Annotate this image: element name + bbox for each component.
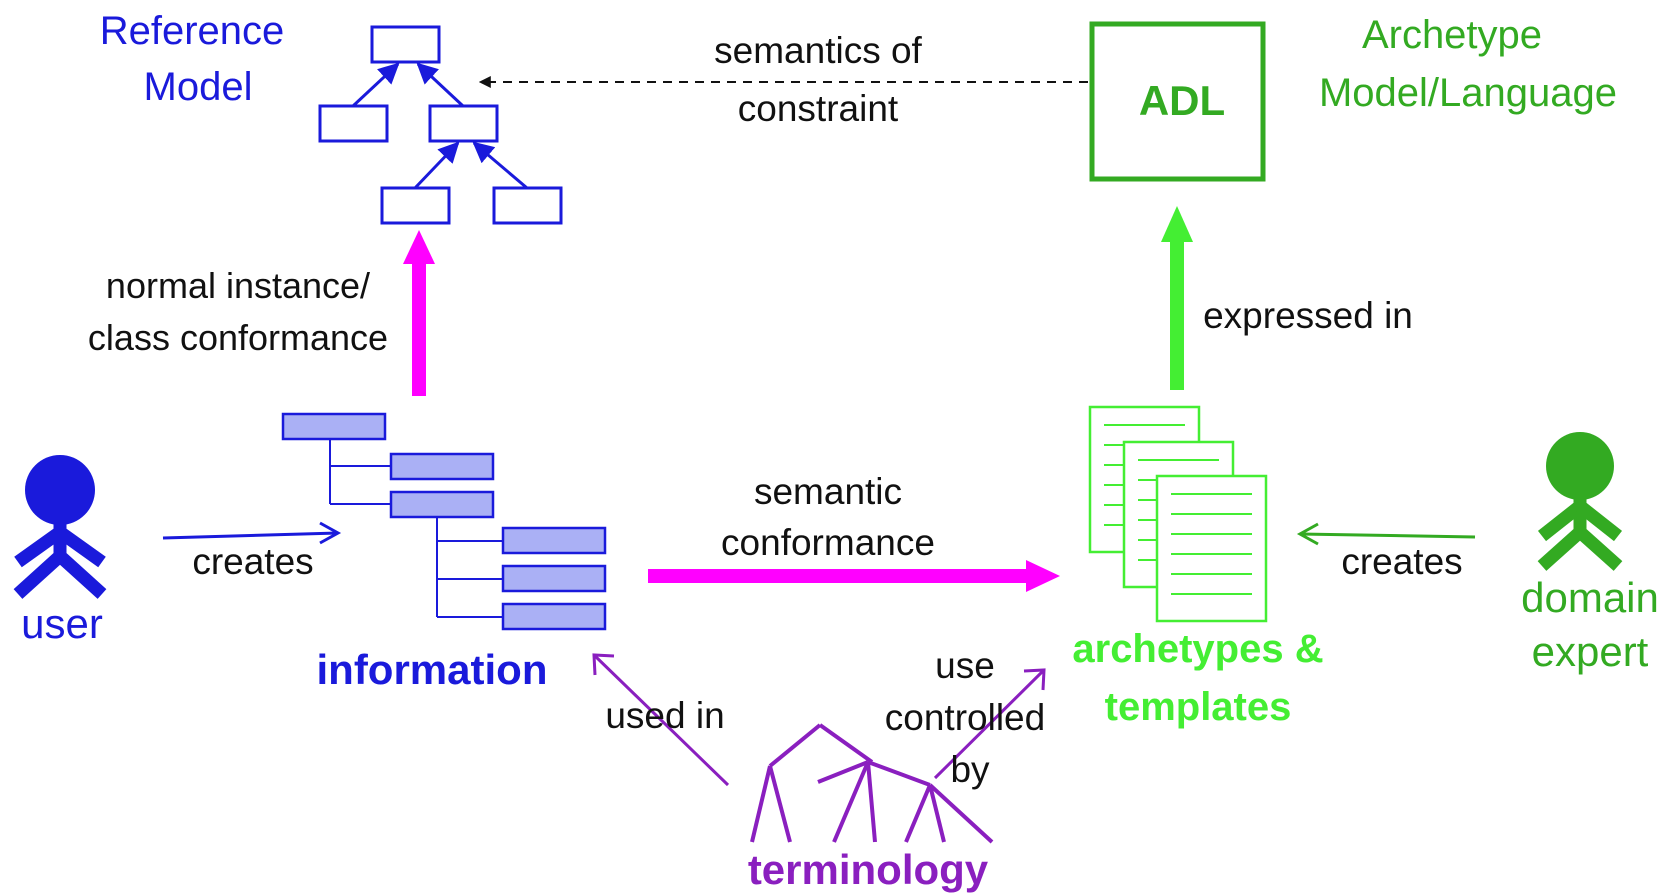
domain-expert-line2: expert — [1532, 628, 1649, 675]
class-conformance-arrow-head — [403, 230, 435, 264]
class-conformance-arrow-shaft — [412, 262, 426, 396]
archetype-model-label: Archetype Model/Language — [1319, 13, 1617, 115]
archetype-model-label-line1: Archetype — [1362, 13, 1542, 57]
user-label: user — [21, 600, 103, 647]
class-conformance-line1: normal instance/ — [106, 265, 370, 306]
expert-creates-arrow-head — [1296, 522, 1319, 546]
class-hierarchy-icon — [318, 25, 563, 225]
tree-icon — [750, 723, 994, 844]
semantics-of-constraint-line2: constraint — [738, 88, 899, 129]
expert-creates-label: creates — [1341, 541, 1462, 582]
reference-model-label-line2: Model — [144, 65, 253, 109]
domain-expert-label: domain expert — [1521, 574, 1659, 675]
archetypes-templates-label: archetypes & templates — [1072, 627, 1323, 729]
reference-model-label: Reference Model — [100, 9, 285, 109]
expressed-in-label: expressed in — [1203, 295, 1413, 336]
use-controlled-by-line3: by — [950, 749, 990, 790]
used-in-arrow-head — [592, 653, 615, 676]
reference-model-label-line1: Reference — [100, 9, 285, 53]
class-conformance-line2: class conformance — [88, 317, 388, 358]
adl-box — [1089, 21, 1266, 182]
class-conformance-label: normal instance/ class conformance — [88, 265, 388, 358]
information-tree-icon — [281, 412, 607, 631]
used-in-label: used in — [605, 695, 724, 736]
user-creates-label: creates — [192, 541, 313, 582]
use-controlled-by-arrow-head — [1023, 668, 1046, 691]
user-creates-arrow — [162, 531, 339, 540]
terminology-label: terminology — [748, 846, 989, 893]
information-label: information — [317, 646, 548, 693]
person-icon — [1537, 432, 1623, 571]
use-controlled-by-arrow — [933, 668, 1046, 780]
expressed-in-arrow-head — [1161, 206, 1193, 242]
user-creates-arrow-head — [319, 521, 342, 545]
semantic-conformance-arrow-shaft — [648, 569, 1028, 583]
expressed-in-arrow-shaft — [1170, 240, 1184, 390]
semantic-conformance-line1: semantic — [754, 471, 902, 512]
semantic-conformance-arrow-head — [1026, 560, 1060, 592]
archetypes-templates-line1: archetypes & — [1072, 627, 1323, 671]
document-stack-icon — [1088, 405, 1268, 623]
semantic-conformance-label: semantic conformance — [721, 471, 935, 563]
expert-creates-arrow — [1299, 532, 1476, 539]
semantics-of-constraint-label: semantics of constraint — [714, 30, 922, 129]
archetype-model-label-line2: Model/Language — [1319, 71, 1617, 115]
adl-label: ADL — [1139, 77, 1225, 124]
archetypes-templates-line2: templates — [1105, 685, 1292, 729]
semantic-conformance-line2: conformance — [721, 522, 935, 563]
domain-expert-line1: domain — [1521, 574, 1659, 621]
person-icon — [13, 455, 107, 599]
semantics-of-constraint-line1: semantics of — [714, 30, 922, 71]
use-controlled-by-line1: use — [935, 645, 995, 686]
use-controlled-by-line2: controlled — [885, 697, 1045, 738]
used-in-arrow — [592, 653, 730, 787]
use-controlled-by-label: use controlled by — [885, 645, 1045, 790]
